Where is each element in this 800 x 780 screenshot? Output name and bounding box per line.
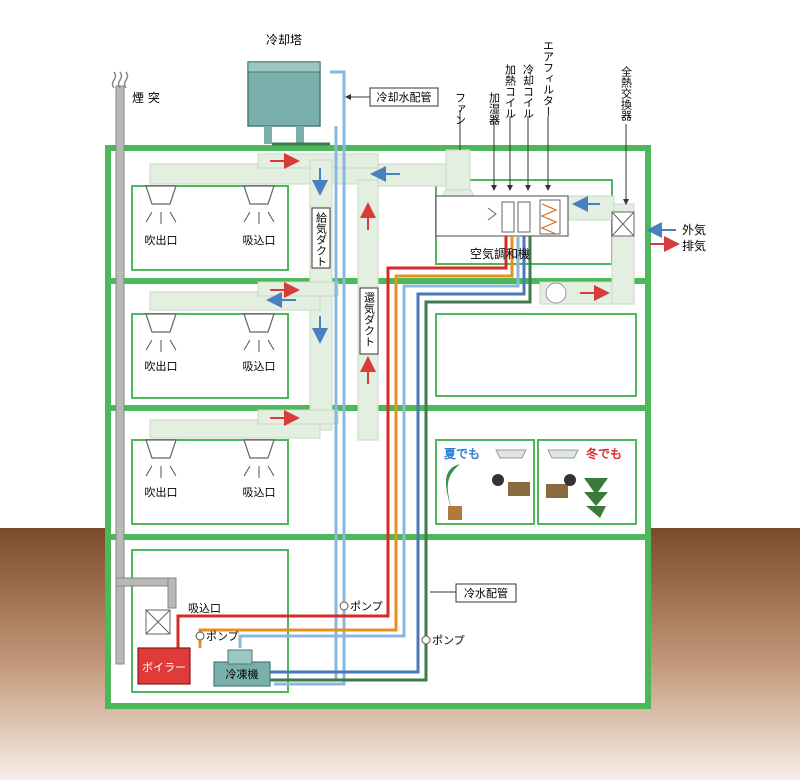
cooling-water-pipe-label-box bbox=[369, 87, 439, 107]
chimney bbox=[111, 71, 177, 665]
outlet-label-3f: 吹出口 bbox=[145, 233, 178, 247]
airflow-arrows bbox=[266, 153, 680, 426]
cooling-water-pipe-label: 冷却水配管 bbox=[377, 90, 432, 104]
total-heat-exchanger-label: 全熱交換器 bbox=[620, 65, 633, 122]
pump-label-3: ポンプ bbox=[432, 634, 465, 647]
outlet-label-1f: 吹出口 bbox=[145, 485, 178, 499]
humidifier-label: 加湿器 bbox=[488, 92, 501, 126]
pump-label-1: ポンプ bbox=[350, 600, 383, 613]
inlet-label-basement: 吸込口 bbox=[188, 602, 221, 615]
outside-air-label: 外気 bbox=[682, 222, 706, 237]
outlet-label-2f: 吹出口 bbox=[145, 359, 178, 373]
diffusers bbox=[145, 185, 275, 459]
summer-label: 夏でも bbox=[444, 447, 480, 461]
return-duct-label-box bbox=[359, 287, 379, 355]
chimney-label: 煙 突 bbox=[132, 90, 160, 105]
inlet-label-3f: 吸込口 bbox=[243, 234, 276, 247]
heating-coil-label: 加熱コイル bbox=[504, 64, 517, 119]
pump-icons bbox=[195, 601, 431, 645]
exhaust-air-label: 排気 bbox=[682, 238, 706, 253]
cooling-tower bbox=[247, 61, 321, 144]
inlet-label-1f: 吸込口 bbox=[243, 486, 276, 499]
pump-label-2: ポンプ bbox=[206, 630, 239, 643]
air-handling-unit bbox=[435, 195, 635, 304]
boiler-label: ボイラー bbox=[142, 661, 186, 674]
return-duct-label: 還気ダクト bbox=[363, 292, 376, 347]
inlet-label-2f: 吸込口 bbox=[243, 360, 276, 373]
supply-duct-label: 給気ダクト bbox=[315, 211, 328, 267]
chilled-water-pipe-label-box bbox=[455, 583, 517, 603]
cooling-tower-label: 冷却塔 bbox=[266, 33, 302, 47]
plant-equipment bbox=[137, 609, 271, 687]
chilled-water-pipe-label: 冷水配管 bbox=[464, 586, 508, 600]
air-handler-label: 空気調和機 bbox=[470, 246, 530, 261]
cooling-coil-label: 冷却コイル bbox=[522, 64, 535, 119]
fan-label: ファン bbox=[454, 92, 467, 125]
supply-duct-label-box bbox=[311, 207, 331, 269]
office-illustrations bbox=[446, 449, 608, 520]
air-filter-label: エアフィルター bbox=[542, 40, 555, 117]
chiller-label: 冷凍機 bbox=[226, 667, 259, 681]
winter-label: 冬でも bbox=[586, 446, 622, 461]
